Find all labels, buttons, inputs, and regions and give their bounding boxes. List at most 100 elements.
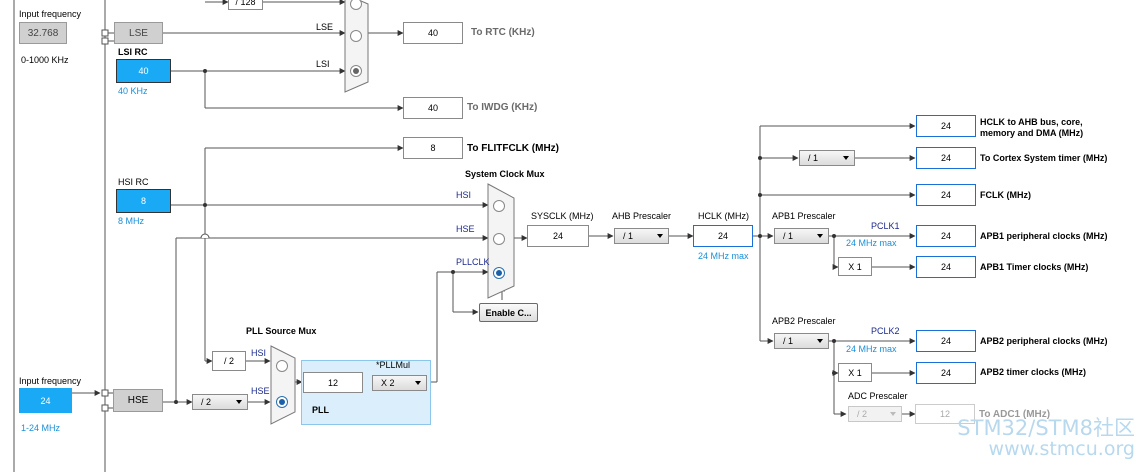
lsi-rc-frequency: 40 KHz (118, 86, 148, 96)
pclk2-max: 24 MHz max (846, 344, 897, 354)
pll-source-input-hsi: HSI (251, 348, 267, 358)
pll-source-input-hse: HSE (251, 386, 270, 396)
pll-mul-value: X 2 (381, 378, 395, 388)
hse-input-value[interactable]: 24 (19, 388, 72, 413)
lse-input-value[interactable]: 32.768 (19, 22, 67, 44)
sysclk-value[interactable]: 24 (527, 225, 589, 247)
iwdg-output-label: To IWDG (KHz) (467, 102, 538, 113)
hclk-value[interactable]: 24 (693, 225, 753, 247)
chevron-down-icon (817, 234, 823, 238)
chevron-down-icon (890, 412, 896, 416)
pll-input-value[interactable]: 12 (303, 372, 363, 393)
ahb-prescaler-select[interactable]: / 1 (614, 228, 669, 244)
rtc-mux-radio-lsi[interactable] (350, 65, 362, 77)
system-mux-radio-pllclk[interactable] (493, 267, 505, 279)
system-mux-radio-hse[interactable] (493, 233, 505, 245)
pll-source-radio-hse[interactable] (276, 396, 288, 408)
apb2-prescaler-label: APB2 Prescaler (772, 316, 836, 326)
chevron-down-icon (236, 400, 242, 404)
apb1-prescaler-select[interactable]: / 1 (774, 228, 829, 244)
pll-mul-label: *PLLMul (376, 360, 411, 370)
rtc-mux-input-lsi: LSI (316, 59, 330, 69)
apb1-prescaler-value: / 1 (783, 231, 794, 241)
cortex-timer-divider-select[interactable]: / 1 (799, 150, 855, 166)
ahb-prescaler-value: / 1 (623, 231, 634, 241)
system-mux-radio-hsi[interactable] (493, 200, 505, 212)
rtc-mux-radio-hse[interactable] (350, 0, 362, 10)
enable-css-button[interactable]: Enable C... (479, 303, 538, 322)
pclk2-label: PCLK2 (871, 326, 900, 336)
apb1-prescaler-label: APB1 Prescaler (772, 211, 836, 221)
rtc-mux-radio-lse[interactable] (350, 30, 362, 42)
pll-label: PLL (312, 405, 329, 415)
apb1-timer-output-value[interactable]: 24 (916, 256, 976, 278)
cortex-timer-divider-value: / 1 (808, 153, 819, 163)
sysclk-label: SYSCLK (MHz) (531, 211, 594, 221)
fclk-output-value[interactable]: 24 (916, 184, 976, 206)
hclk-label: HCLK (MHz) (698, 211, 749, 221)
rtc-output-label: To RTC (KHz) (471, 27, 535, 38)
apb2-peripheral-output-value[interactable]: 24 (916, 330, 976, 352)
apb2-prescaler-select[interactable]: / 1 (774, 333, 829, 349)
lsi-rc-label: LSI RC (118, 47, 148, 57)
hsi-rc-value: 8 (116, 189, 171, 213)
pll-source-mux-shape (270, 345, 296, 425)
cortex-timer-output-label: To Cortex System timer (MHz) (980, 153, 1108, 163)
lse-input-frequency-label: Input frequency (19, 9, 82, 19)
hsi-rc-label: HSI RC (118, 177, 149, 187)
system-mux-input-hsi: HSI (456, 190, 472, 200)
adc-prescaler-value: / 2 (857, 409, 868, 419)
hse-prediv-select[interactable]: / 2 (192, 394, 248, 410)
pclk1-label: PCLK1 (871, 221, 900, 231)
adc-prescaler-label: ADC Prescaler (848, 391, 908, 401)
hclk-max: 24 MHz max (698, 251, 749, 261)
hse-oscillator[interactable]: HSE (113, 389, 163, 412)
hclk-ahb-output-label-line2: memory and DMA (MHz) (980, 128, 1084, 138)
hsi-rc-frequency: 8 MHz (118, 216, 145, 226)
hse-prediv-value: / 2 (201, 397, 212, 407)
watermark-url: www.stmcu.org (988, 438, 1135, 460)
apb2-peripheral-output-label: APB2 peripheral clocks (MHz) (980, 336, 1108, 346)
chevron-down-icon (415, 381, 421, 385)
apb2-timer-multiplier[interactable]: X 1 (838, 363, 872, 382)
pclk1-max: 24 MHz max (846, 238, 897, 248)
fclk-output-label: FCLK (MHz) (980, 190, 1031, 200)
cortex-timer-output-value[interactable]: 24 (916, 147, 976, 169)
adc-prescaler-select[interactable]: / 2 (848, 406, 902, 422)
hse-input-frequency-label: Input frequency (19, 376, 82, 386)
system-mux-input-pllclk: PLLCLK (456, 257, 490, 267)
system-clock-mux-title: System Clock Mux (465, 169, 545, 179)
flitf-output-value[interactable]: 8 (403, 137, 463, 159)
pll-source-mux-title: PLL Source Mux (246, 326, 317, 336)
apb2-timer-output-value[interactable]: 24 (916, 362, 976, 384)
rtc-mux-input-lse: LSE (316, 22, 334, 32)
adc-output-value[interactable]: 12 (915, 404, 975, 424)
pll-source-radio-hsi[interactable] (276, 360, 288, 372)
lsi-rc-value: 40 (116, 59, 171, 83)
apb2-prescaler-value: / 1 (783, 336, 794, 346)
pll-mul-select[interactable]: X 2 (372, 375, 427, 391)
lse-input-range: 0-1000 KHz (21, 55, 69, 65)
apb2-timer-output-label: APB2 timer clocks (MHz) (980, 367, 1087, 377)
apb1-peripheral-output-label: APB1 peripheral clocks (MHz) (980, 231, 1108, 241)
rtc-mux-shape (344, 0, 369, 93)
lse-oscillator[interactable]: LSE (114, 22, 163, 44)
rtc-output-value[interactable]: 40 (403, 22, 463, 44)
iwdg-output-value[interactable]: 40 (403, 97, 463, 119)
apb1-timer-output-label: APB1 Timer clocks (MHz) (980, 262, 1089, 272)
hclk-ahb-output-label: HCLK to AHB bus, core, (980, 117, 1083, 127)
system-mux-input-hse: HSE (456, 224, 475, 234)
adc-output-label: To ADC1 (MHz) (979, 409, 1051, 420)
chevron-down-icon (843, 156, 849, 160)
ahb-prescaler-label: AHB Prescaler (612, 211, 672, 221)
chevron-down-icon (657, 234, 663, 238)
apb1-timer-multiplier[interactable]: X 1 (838, 257, 872, 276)
chevron-down-icon (817, 339, 823, 343)
hclk-ahb-output-value[interactable]: 24 (916, 115, 976, 137)
pll-hsi-divider[interactable]: / 2 (212, 351, 246, 371)
apb1-peripheral-output-value[interactable]: 24 (916, 225, 976, 247)
hse-input-range: 1-24 MHz (21, 423, 61, 433)
flitf-output-label: To FLITFCLK (MHz) (467, 143, 560, 154)
rtc-hse-divider[interactable]: / 128 (228, 0, 263, 10)
watermark-title: STM32/STM8社区 (957, 416, 1135, 440)
